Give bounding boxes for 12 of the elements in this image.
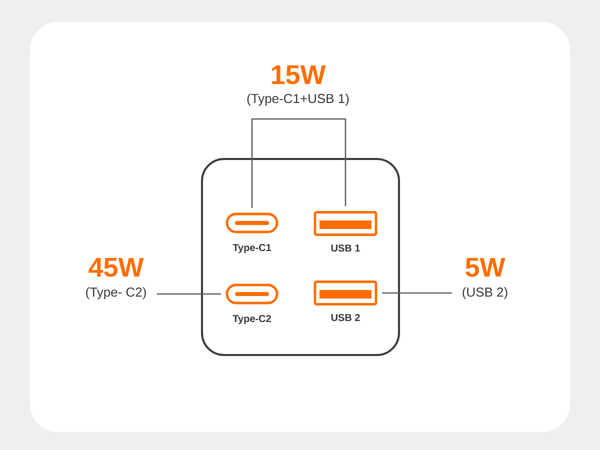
power-label: 5W (USB 2) [462,258,508,300]
port-caption: (Type-C1+USB 1) [247,94,349,106]
power-label: 15W [272,65,326,84]
leader-line [156,293,221,295]
charger-body [201,158,400,356]
power-label: 45W (Type- C2) [86,258,146,300]
port-label: Type-C1 [232,244,272,254]
port-label: USB 2 [331,314,360,322]
port-label: Type-C2 [232,315,271,324]
leader-line [382,292,452,294]
port-label: USB 1 [331,244,360,252]
bracket-line [251,118,346,208]
